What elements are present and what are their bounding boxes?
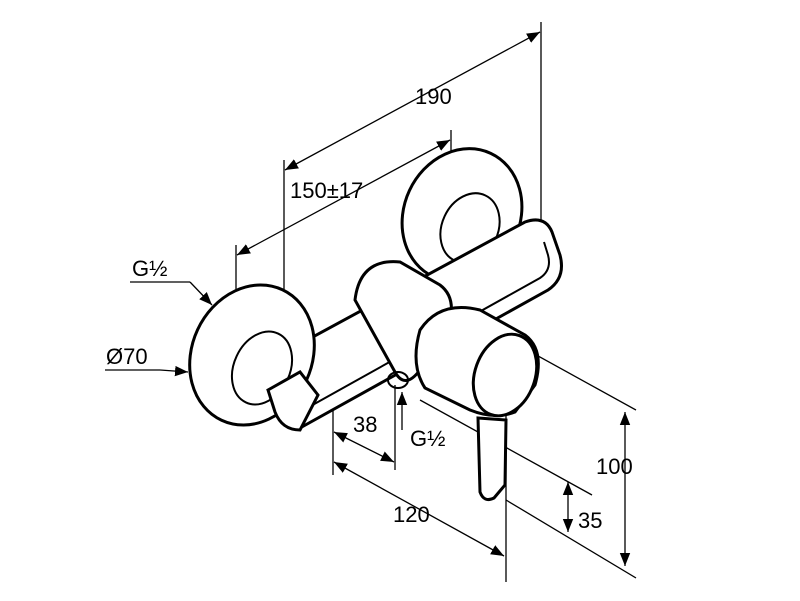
dim-center-distance: 150±17: [290, 178, 364, 203]
dim-inlet-thread: G½: [132, 256, 168, 281]
cartridge-handle: [414, 306, 540, 501]
left-rosette: [188, 283, 320, 432]
dim-projection: 120: [393, 502, 430, 527]
dim-overall-length: 190: [415, 84, 452, 109]
dim-outlet-offset: 38: [353, 412, 378, 437]
dim-rosette-diameter: Ø70: [106, 344, 148, 369]
dim-height-outlet: 35: [578, 508, 603, 533]
dim-outlet-thread: G½: [410, 426, 446, 451]
dim-height-total: 100: [596, 454, 633, 479]
dimension-lines: [159, 31, 631, 566]
